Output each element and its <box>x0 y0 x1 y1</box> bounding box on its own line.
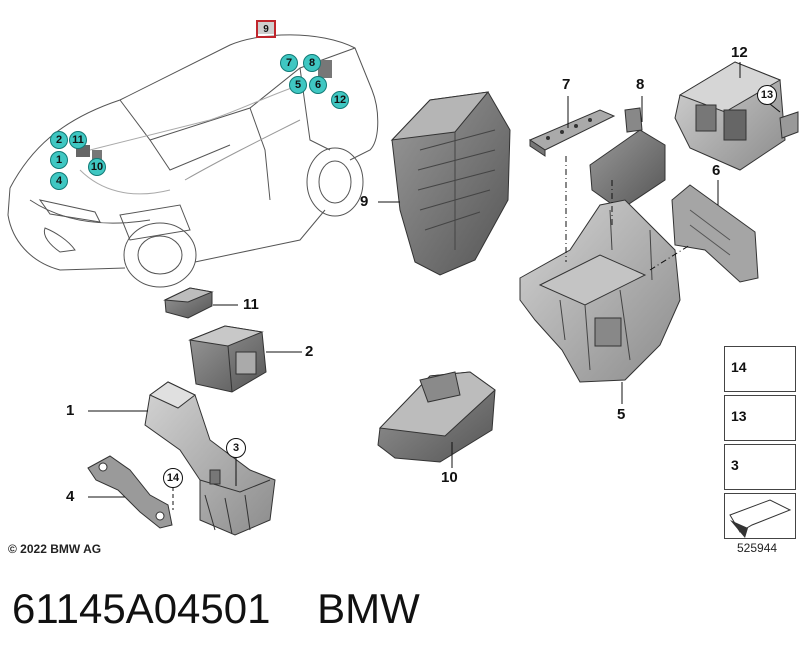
car-marker-6: 6 <box>309 76 327 94</box>
part-7-strip <box>528 109 616 157</box>
brand-name: BMW <box>317 585 420 632</box>
part-5-carrier <box>519 199 681 383</box>
legend-item-3: 3 <box>724 444 796 490</box>
callout-12: 12 <box>731 44 748 61</box>
car-marker-11: 11 <box>69 131 87 149</box>
arrow-legend-icon <box>729 499 792 538</box>
callout-7: 7 <box>562 76 571 93</box>
callout-14: 14 <box>163 468 183 488</box>
leader-lines <box>88 62 781 510</box>
footer-part-info: 61145A04501 BMW <box>12 585 420 633</box>
part-12-connector <box>674 61 799 171</box>
callout-5: 5 <box>617 406 626 423</box>
car-marker-4: 4 <box>50 172 68 190</box>
copyright-text: © 2022 BMW AG <box>8 542 102 556</box>
callout-8: 8 <box>636 76 645 93</box>
car-marker-7: 7 <box>280 54 298 72</box>
part-9-control-unit <box>390 91 511 276</box>
callout-4: 4 <box>66 488 75 505</box>
legend-item-13: 13 <box>724 395 796 441</box>
part-1-fuse-carrier <box>144 381 276 536</box>
vehicle-outline <box>7 34 379 288</box>
car-marker-12: 12 <box>331 91 349 109</box>
legend-number: 3 <box>731 457 739 473</box>
part-number: 61145A04501 <box>12 585 271 632</box>
callout-3: 3 <box>226 438 246 458</box>
legend-item-arrow <box>724 493 796 539</box>
car-marker-8: 8 <box>303 54 321 72</box>
part-10-module <box>377 371 496 463</box>
part-6-bracket <box>671 184 759 283</box>
legend-item-14: 14 <box>724 346 796 392</box>
car-marker-10: 10 <box>88 158 106 176</box>
diagram-number: 525944 <box>737 541 778 555</box>
callout-2: 2 <box>305 343 314 360</box>
callout-9: 9 <box>360 193 369 210</box>
car-marker-1: 1 <box>50 151 68 169</box>
callout-6: 6 <box>712 162 721 179</box>
legend-number: 14 <box>731 359 747 375</box>
legend-number: 13 <box>731 408 747 424</box>
callout-10: 10 <box>441 469 458 486</box>
car-marker-2: 2 <box>50 131 68 149</box>
callout-13: 13 <box>757 85 777 105</box>
car-marker-5: 5 <box>289 76 307 94</box>
part-4-bracket <box>87 455 173 529</box>
callout-1: 1 <box>66 402 75 419</box>
part-8-cover <box>589 107 666 211</box>
part-2-housing <box>188 325 267 393</box>
part-11-cover <box>163 287 214 319</box>
callout-11: 11 <box>243 296 259 313</box>
car-marker-9: 9 <box>256 20 276 38</box>
